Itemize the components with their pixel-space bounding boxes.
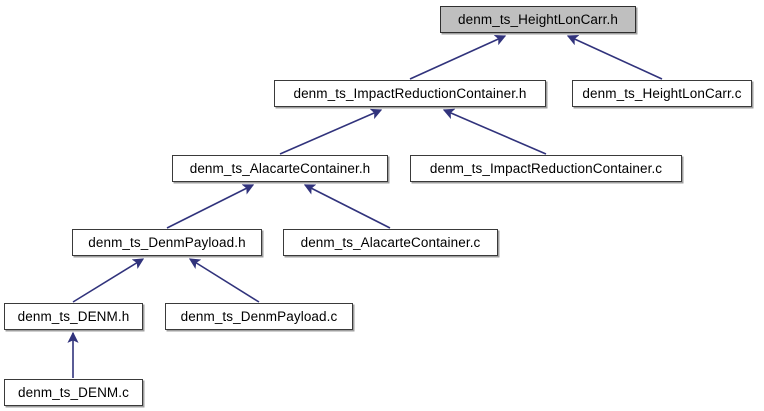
graph-node-label: denm_ts_AlacarteContainer.c [300, 234, 481, 250]
graph-node-label: denm_ts_ImpactReductionContainer.h [293, 85, 527, 101]
graph-node-heightloncarr_h[interactable]: denm_ts_HeightLonCarr.h [440, 6, 636, 33]
graph-edge-heightloncarr_c-to-heightloncarr_h [566, 35, 663, 80]
graph-node-label: denm_ts_HeightLonCarr.c [582, 85, 742, 101]
graph-edge-impactreductioncontainer_h-to-heightloncarr_h [409, 34, 507, 80]
graph-node-heightloncarr_c[interactable]: denm_ts_HeightLonCarr.c [572, 80, 752, 107]
graph-node-denm_c[interactable]: denm_ts_DENM.c [4, 379, 143, 406]
graph-edge-impactreductioncontainer_c-to-impactreductioncontainer_h [442, 108, 547, 155]
graph-node-denm_h[interactable]: denm_ts_DENM.h [4, 303, 143, 330]
graph-node-label: denm_ts_HeightLonCarr.h [458, 11, 618, 27]
graph-node-denmpayload_h[interactable]: denm_ts_DenmPayload.h [72, 229, 262, 256]
graph-node-label: denm_ts_DENM.c [18, 384, 129, 400]
graph-node-impactreductioncontainer_c[interactable]: denm_ts_ImpactReductionContainer.c [410, 155, 682, 182]
graph-edge-denmpayload_h-to-alacartecontainer_h [166, 184, 255, 229]
graph-edge-denm_h-to-denmpayload_h [72, 258, 145, 303]
graph-edge-alacartecontainer_h-to-impactreductioncontainer_h [279, 108, 383, 155]
graph-node-label: denm_ts_DENM.h [17, 308, 130, 324]
graph-node-label: denm_ts_DenmPayload.c [180, 308, 338, 324]
graph-node-impactreductioncontainer_h[interactable]: denm_ts_ImpactReductionContainer.h [274, 80, 546, 107]
graph-node-alacartecontainer_h[interactable]: denm_ts_AlacarteContainer.h [172, 155, 388, 182]
graph-edge-alacartecontainer_c-to-alacartecontainer_h [303, 184, 391, 229]
graph-node-label: denm_ts_ImpactReductionContainer.c [429, 160, 663, 176]
graph-node-label: denm_ts_DenmPayload.h [88, 234, 246, 250]
graph-node-denmpayload_c[interactable]: denm_ts_DenmPayload.c [165, 303, 353, 330]
graph-node-label: denm_ts_AlacarteContainer.h [189, 160, 371, 176]
graph-edge-denmpayload_c-to-denmpayload_h [188, 258, 260, 303]
graph-node-alacartecontainer_c[interactable]: denm_ts_AlacarteContainer.c [283, 229, 498, 256]
